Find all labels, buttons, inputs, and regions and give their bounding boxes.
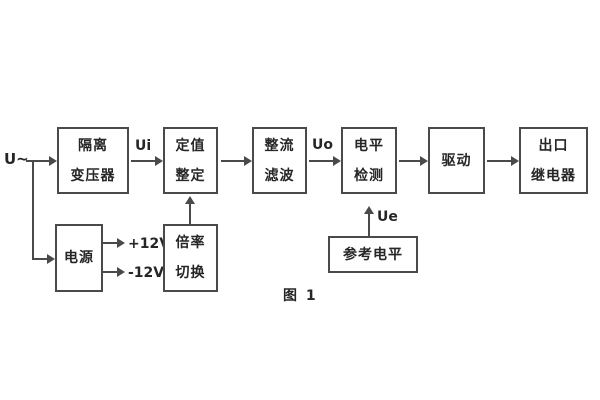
- block-label: 电平: [354, 137, 384, 154]
- block-value-setting: 定值 整定: [163, 127, 218, 194]
- block-label: 整流: [264, 137, 295, 154]
- arrowhead-input-to-isolation: [49, 156, 57, 166]
- block-rectifier-filter: 整流 滤波: [252, 127, 307, 194]
- block-label: 电源: [64, 250, 94, 266]
- line-reference-to-level: [368, 213, 370, 236]
- block-label: 整定: [175, 167, 206, 184]
- block-label: 检测: [354, 167, 384, 184]
- block-label: 出口: [538, 137, 569, 154]
- block-power-supply: 电源: [55, 224, 103, 292]
- signal-ui-label: Ui: [135, 138, 152, 154]
- arrowhead-driver-to-relay: [511, 156, 519, 166]
- arrowhead-level-to-driver: [420, 156, 428, 166]
- block-label: 倍率: [175, 235, 206, 251]
- line-ratio-to-setting: [189, 203, 191, 224]
- block-label: 继电器: [531, 167, 576, 184]
- block-label: 变压器: [70, 167, 116, 184]
- arrowhead-power-plus12: [117, 238, 125, 248]
- block-level-detect: 电平 检测: [341, 127, 397, 194]
- arrowhead-rectifier-to-level: [333, 156, 341, 166]
- line-power-minus12: [103, 271, 117, 273]
- arrowhead-isolation-to-setting: [155, 156, 163, 166]
- signal-ue-label: Ue: [377, 209, 398, 225]
- block-output-relay: 出口 继电器: [519, 127, 588, 194]
- input-branch-line: [32, 160, 34, 260]
- block-label: 驱动: [441, 152, 472, 169]
- arrowhead-power-minus12: [117, 267, 125, 277]
- figure-caption: 图 1: [283, 288, 318, 304]
- arrowhead-setting-to-rectifier: [244, 156, 252, 166]
- rail-plus12-label: +12V: [128, 236, 171, 252]
- block-label: 隔离: [78, 137, 108, 154]
- block-label: 滤波: [264, 167, 295, 184]
- line-rectifier-to-level: [309, 160, 333, 162]
- block-driver: 驱动: [428, 127, 485, 194]
- block-isolation-transformer: 隔离 变压器: [57, 127, 129, 194]
- arrowhead-ratio-to-setting: [185, 196, 195, 204]
- line-isolation-to-setting: [131, 160, 155, 162]
- line-driver-to-relay: [487, 160, 511, 162]
- block-label: 参考电平: [343, 246, 403, 263]
- block-label: 切换: [175, 265, 206, 281]
- block-label: 定值: [175, 137, 206, 154]
- line-power-plus12: [103, 242, 117, 244]
- line-setting-to-rectifier: [221, 160, 244, 162]
- line-level-to-driver: [399, 160, 420, 162]
- rail-minus12-label: -12V: [128, 265, 165, 281]
- branch-to-power-line: [32, 258, 47, 260]
- block-reference-level: 参考电平: [328, 236, 418, 273]
- arrowhead-branch-to-power: [47, 254, 55, 264]
- arrowhead-reference-to-level: [364, 206, 374, 214]
- block-ratio-switch: 倍率 切换: [163, 224, 218, 292]
- signal-uo-label: Uo: [312, 137, 333, 153]
- input-line: [26, 160, 50, 162]
- input-voltage-label: U~: [4, 150, 29, 168]
